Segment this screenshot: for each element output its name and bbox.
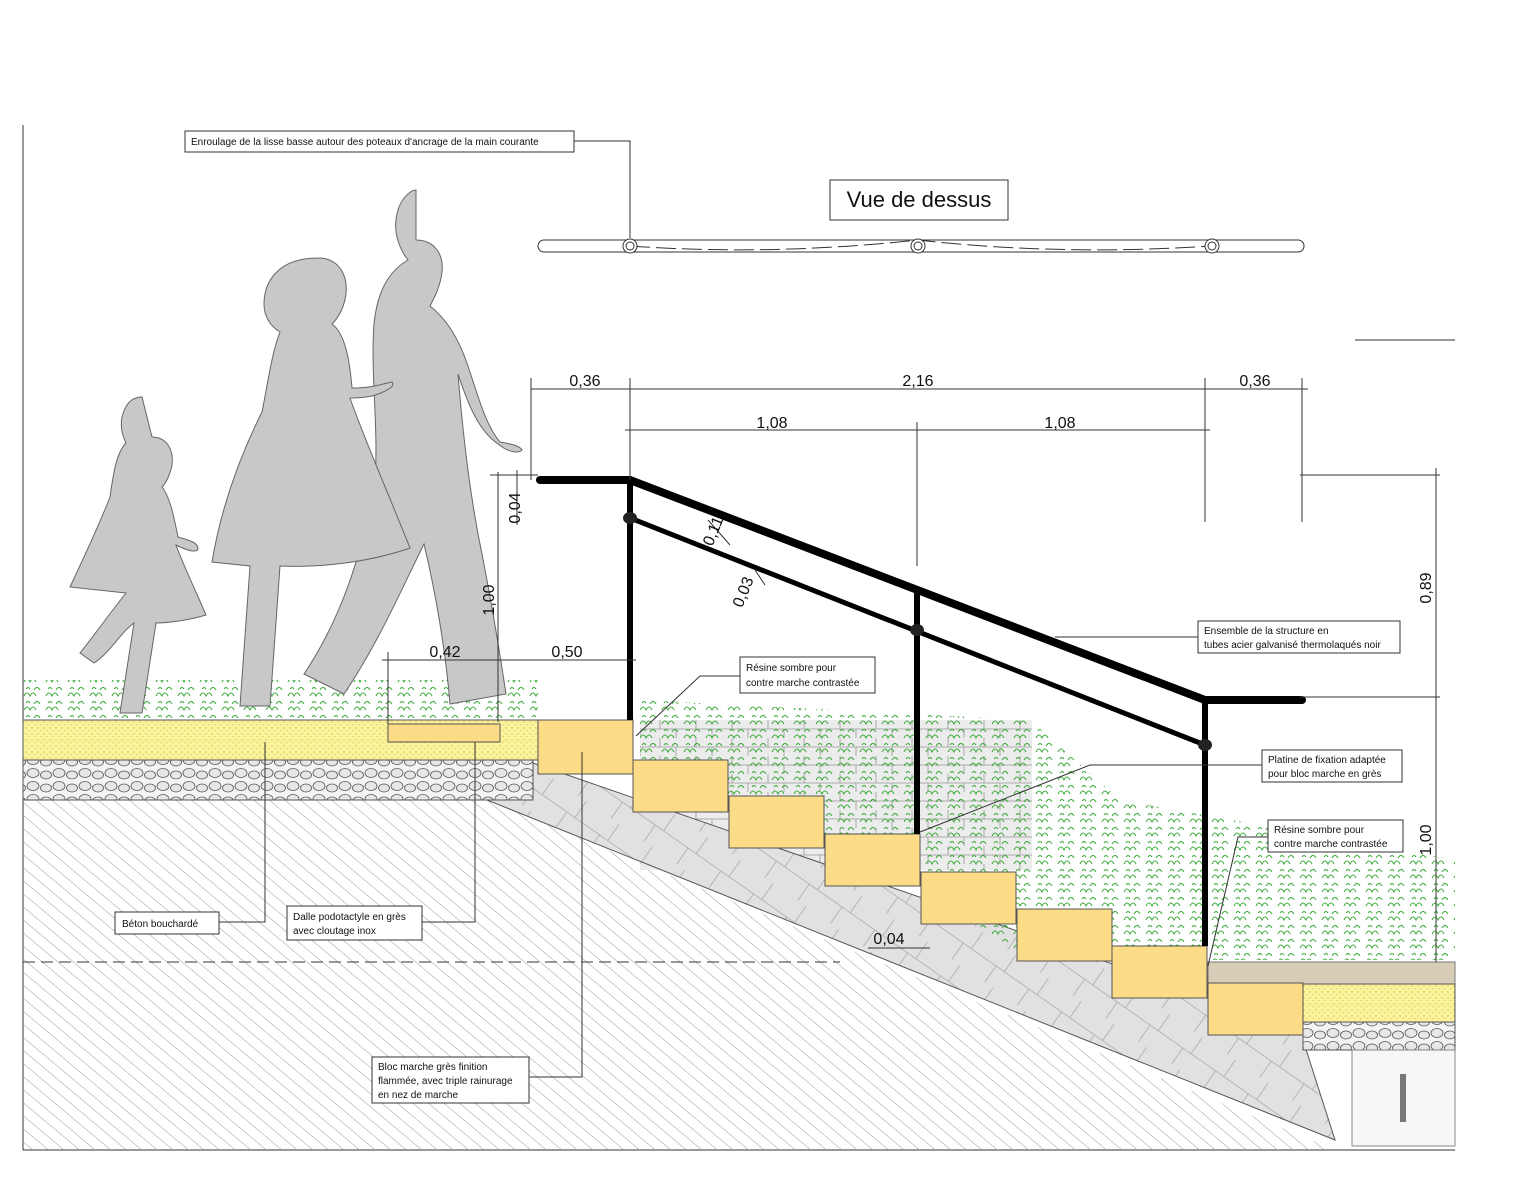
dim-100-left: 1,00 [481,584,498,615]
top-view-post [625,241,635,251]
label-structure-line1: Ensemble de la structure en [1204,626,1329,637]
label-dalle-line2: avec cloutage inox [293,926,376,937]
dim-004-top: 0,04 [507,492,524,523]
label-resine-lower: Résine sombre pour contre marche contras… [1267,819,1404,853]
post-collar [1198,739,1212,751]
label-platine-line1: Platine de fixation adaptée [1268,755,1386,766]
people-silhouettes [69,189,523,714]
label-structure-line2: tubes acier galvanisé thermolaqués noir [1204,640,1381,651]
dim-216: 2,16 [902,373,933,390]
label-resine-upper: Résine sombre pour contre marche contras… [739,656,876,694]
dim-050: 0,50 [551,644,582,661]
label-resine-lower-line2: contre marche contrastée [1274,839,1388,850]
step-block [1016,908,1113,962]
gravel-layer-lower [1302,1021,1456,1051]
child-silhouette [69,396,207,714]
top-view-plan [537,238,1305,254]
leader-lines [219,140,1268,1078]
woman-silhouette [211,257,411,707]
dim-100-right: 1,00 [1418,824,1435,855]
label-platine-line2: pour bloc marche en grès [1268,769,1381,780]
man-silhouette [303,189,523,705]
label-beton: Béton bouchardé [114,911,220,935]
dim-004-bottom: 0,04 [873,931,904,948]
gravel-layer-upper [22,759,534,801]
view-title-text: Vue de dessus [847,187,992,212]
dimension-lines [382,378,1440,962]
label-resine-upper-line1: Résine sombre pour [746,663,837,674]
view-title-box [829,179,1009,221]
label-resine-upper-line2: contre marche contrastée [746,678,860,689]
label-bloc-line3: en nez de marche [378,1090,458,1101]
label-dalle: Dalle podotactyle en grès avec cloutage … [286,905,423,941]
dim-108-left: 1,08 [756,415,787,432]
step-block [728,795,825,849]
label-enroulage-text: Enroulage de la lisse basse autour des p… [191,137,539,148]
dim-108-right: 1,08 [1044,415,1075,432]
top-view-post [913,241,923,251]
step-block [1111,945,1208,999]
label-platine: Platine de fixation adaptée pour bloc ma… [1261,749,1403,783]
vegetation-slope [640,700,1455,960]
step-block [632,759,729,813]
step-block [1207,982,1304,1036]
drain-slot [1400,1074,1406,1122]
ground-hatch [23,800,1335,1150]
label-bloc: Bloc marche grès finition flammée, avec … [371,1056,530,1104]
podotactile-slab [387,723,501,743]
dim-003: 0,03 [730,575,757,610]
post-collar [910,624,924,636]
beton-layer-lower [1302,983,1456,1023]
step-blocks [537,719,1304,1036]
dim-042: 0,42 [429,644,460,661]
label-bloc-line1: Bloc marche grès finition [378,1062,488,1073]
resin-strip-lower [1207,961,1456,985]
top-view-post [1207,241,1217,251]
step-block [920,871,1017,925]
handrail-structure [536,476,1306,946]
dim-036-left: 0,36 [569,373,600,390]
dim-011: 0,11 [700,514,727,548]
label-beton-text: Béton bouchardé [122,919,199,930]
step-block [537,719,634,775]
label-structure: Ensemble de la structure en tubes acier … [1197,620,1401,654]
label-dalle-line1: Dalle podotactyle en grès [293,912,406,923]
label-bloc-line2: flammée, avec triple rainurage [378,1076,513,1087]
post-collar [623,512,637,524]
dim-036-right: 0,36 [1239,373,1270,390]
dim-089: 0,89 [1418,572,1435,603]
step-block [824,833,921,887]
label-enroulage: Enroulage de la lisse basse autour des p… [184,130,575,153]
label-resine-lower-line1: Résine sombre pour [1274,825,1365,836]
